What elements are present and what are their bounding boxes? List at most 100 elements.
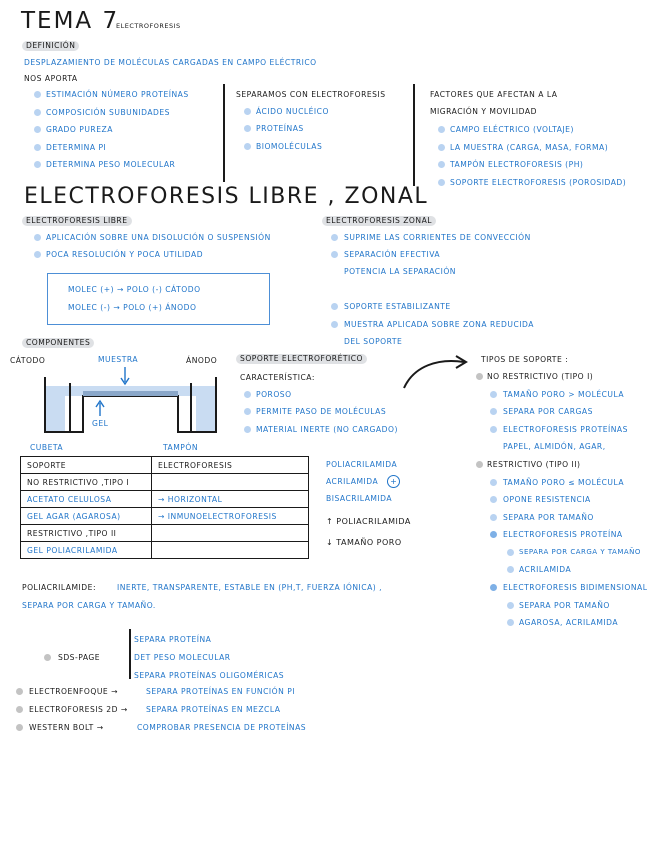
table-cell: → INMUNOELECTROFORESIS xyxy=(151,507,309,525)
bullet-icon xyxy=(34,91,41,98)
bullet-icon xyxy=(476,373,483,380)
page-title: TEMA 7 xyxy=(21,8,120,34)
bullet-icon xyxy=(490,584,497,591)
polinote-label: POLIACRILAMIDE: xyxy=(22,583,97,592)
technique-text: COMPROBAR PRESENCIA DE PROTEÍNAS xyxy=(137,723,307,732)
buffer-fill-right xyxy=(196,396,216,432)
list-item: PROTEÍNAS xyxy=(256,124,304,133)
list-item: SEPARA POR CARGAS xyxy=(503,407,593,416)
poro-down-label: ↓ TAMAÑO PORO xyxy=(326,538,402,547)
table-cell: GEL AGAR (AGAROSA) xyxy=(20,507,152,525)
table-cell: RESTRICTIVO ,TIPO II xyxy=(20,524,152,542)
bullet-icon xyxy=(507,549,514,556)
list-item: SUPRIME LAS CORRIENTES DE CONVECCIÓN xyxy=(344,233,531,242)
definition-text: DESPLAZAMIENTO DE MOLÉCULAS CARGADAS EN … xyxy=(24,58,317,67)
table-cell xyxy=(151,524,309,542)
polinote-text: INERTE, TRANSPARENTE, ESTABLE EN (pH,T, … xyxy=(117,583,383,592)
bullet-icon xyxy=(16,724,23,731)
table-header: SOPORTE xyxy=(20,456,152,474)
bullet-icon xyxy=(476,461,483,468)
bullet-icon xyxy=(438,126,445,133)
list-item: ELECTROFORESIS BIDIMENSIONAL xyxy=(503,583,648,592)
table-row: GEL AGAR (AGAROSA) → INMUNOELECTROFORESI… xyxy=(20,507,309,525)
page-subtitle: ELECTROFORESIS xyxy=(116,22,181,30)
bullet-icon xyxy=(490,408,497,415)
table-header: ELECTROFORESIS xyxy=(151,456,309,474)
table-cell: → HORIZONTAL xyxy=(151,490,309,508)
table-row: NO RESTRICTIVO ,TIPO I xyxy=(20,473,309,491)
bullet-icon xyxy=(244,108,251,115)
bullet-icon xyxy=(507,602,514,609)
bullet-icon xyxy=(507,566,514,573)
technique-label: ELECTROENFOQUE → xyxy=(29,687,118,696)
table-cell: ACETATO CELULOSA xyxy=(20,490,152,508)
bullet-icon xyxy=(244,391,251,398)
bullet-icon xyxy=(34,109,41,116)
bullet-icon xyxy=(34,161,41,168)
bullet-icon xyxy=(331,234,338,241)
technique-text: SEPARA PROTEÍNAS EN MEZCLA xyxy=(146,705,281,714)
bullet-icon xyxy=(490,391,497,398)
table-row: GEL POLIACRILAMIDA xyxy=(20,541,309,559)
list-item: ELECTROFORESIS PROTEÍNA xyxy=(503,530,623,539)
factores-title-1: FACTORES QUE AFECTAN A LA xyxy=(430,90,558,99)
list-item: TAMAÑO PORO > MOLÉCULA xyxy=(503,390,625,399)
bullet-icon xyxy=(507,619,514,626)
bullet-icon xyxy=(244,408,251,415)
gel-label: GEL xyxy=(92,419,109,428)
table-cell: GEL POLIACRILAMIDA xyxy=(20,541,152,559)
tampon-label: TAMPÓN xyxy=(163,443,199,452)
list-item: SEPARA POR TAMAÑO xyxy=(519,601,610,610)
list-item: MUESTRA APLICADA SOBRE ZONA REDUCIDA xyxy=(344,320,534,329)
list-item: PAPEL, ALMIDÓN, AGAR, xyxy=(503,442,606,451)
caracteristica-label: CARACTERÍSTICA: xyxy=(240,373,315,382)
bullet-icon xyxy=(244,426,251,433)
support-table: SOPORTE ELECTROFORESIS NO RESTRICTIVO ,T… xyxy=(20,456,309,559)
list-item: CAMPO ELÉCTRICO (VOLTAJE) xyxy=(450,125,574,134)
list-item: TAMPÓN ELECTROFORESIS (pH) xyxy=(450,160,584,169)
list-item: SOPORTE ESTABILIZANTE xyxy=(344,302,451,311)
bullet-icon xyxy=(490,496,497,503)
technique-label: WESTERN BOLT → xyxy=(29,723,104,732)
list-item: PERMITE PASO DE MOLÉCULAS xyxy=(256,407,387,416)
list-item: DET PESO MOLECULAR xyxy=(134,653,231,662)
bullet-icon xyxy=(16,706,23,713)
list-item: BIOMOLÉCULAS xyxy=(256,142,323,151)
bullet-icon xyxy=(16,688,23,695)
plus-circle-icon: + xyxy=(387,475,400,488)
bullet-icon xyxy=(34,251,41,258)
acrilamida-label: ACRILAMIDA xyxy=(326,477,379,486)
bullet-icon xyxy=(331,321,338,328)
cubeta-label: CUBETA xyxy=(30,443,64,452)
bullet-icon xyxy=(331,303,338,310)
list-item: SEPARA POR TAMAÑO xyxy=(503,513,594,522)
list-item: DETERMINA PESO MOLECULAR xyxy=(46,160,176,169)
list-item: MATERIAL INERTE (NO CARGADO) xyxy=(256,425,398,434)
bracket-line xyxy=(129,629,131,679)
bullet-icon xyxy=(490,514,497,521)
bisacrilamida-label: BISACRILAMIDA xyxy=(326,494,393,503)
list-item: POROSO xyxy=(256,390,292,399)
list-item: ACRILAMIDA xyxy=(519,565,572,574)
list-item: DETERMINA PI xyxy=(46,143,107,152)
list-item: LA MUESTRA (CARGA, MASA, FORMA) xyxy=(450,143,609,152)
bullet-icon xyxy=(438,144,445,151)
soporte-title: SOPORTE ELECTROFORÉTICO xyxy=(236,354,368,364)
list-item: SOPORTE ELECTROFORESIS (POROSIDAD) xyxy=(450,178,627,187)
table-cell xyxy=(151,473,309,491)
divider xyxy=(413,84,415,186)
table-cell: NO RESTRICTIVO ,TIPO I xyxy=(20,473,152,491)
table-cell xyxy=(151,541,309,559)
bullet-icon xyxy=(438,179,445,186)
table-header-row: SOPORTE ELECTROFORESIS xyxy=(20,456,309,474)
gel-strip xyxy=(83,391,178,396)
list-item: APLICACIÓN SOBRE UNA DISOLUCIÓN O SUSPEN… xyxy=(46,233,271,242)
divider xyxy=(223,84,225,182)
poli-label: POLIACRILAMIDA xyxy=(326,460,398,469)
bullet-icon xyxy=(244,143,251,150)
factores-title-2: MIGRACIÓN Y MOVILIDAD xyxy=(430,107,537,116)
list-item: OPONE RESISTENCIA xyxy=(503,495,591,504)
list-item: POCA RESOLUCIÓN Y POCA UTILIDAD xyxy=(46,250,204,259)
bullet-icon xyxy=(490,479,497,486)
restrictivo-label: RESTRICTIVO (TIPO II) xyxy=(487,460,581,469)
